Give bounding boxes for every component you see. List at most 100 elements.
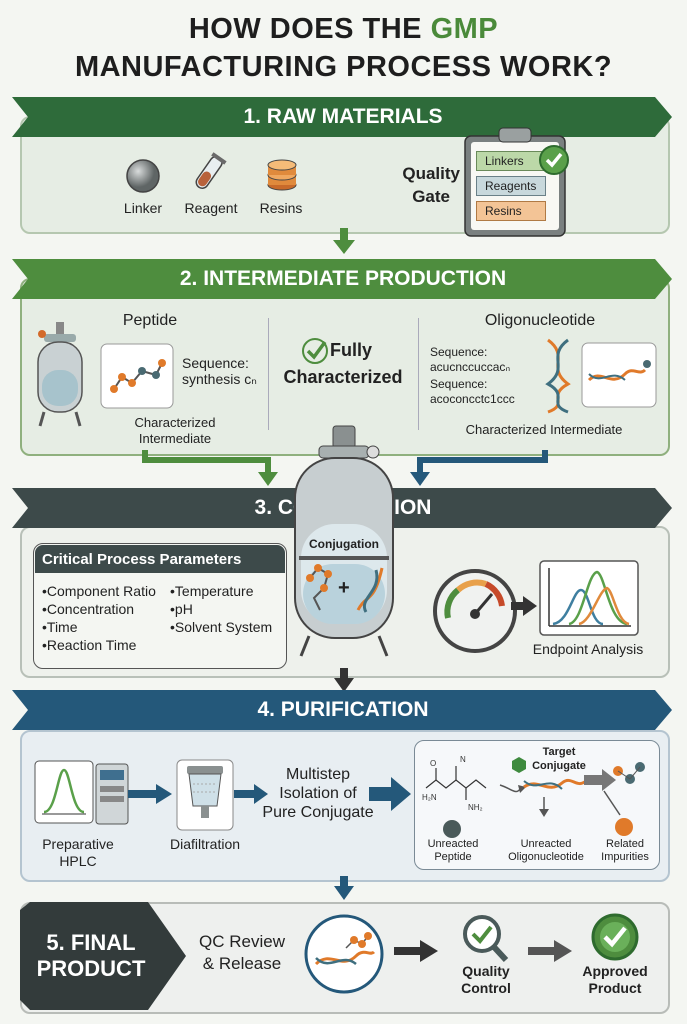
param-item: Component Ratio (42, 582, 156, 600)
arrow-down-icon (334, 876, 354, 900)
characterized-label: Characterized (283, 367, 403, 387)
peptide-structure-icon: N O H₂N NH₂ (422, 755, 487, 812)
peptide-molecule-icon (100, 343, 174, 409)
quality-gate-label-1: Quality (402, 164, 460, 183)
divider (268, 318, 269, 430)
oligo-seq2-value: acoconcctc1ccc (430, 392, 515, 406)
checklist-resins: Resins (476, 201, 546, 221)
approved-check-icon (591, 913, 639, 961)
isolation-line-3: Pure Conjugate (262, 804, 374, 821)
related-impurities-icon (615, 818, 633, 836)
endpoint-label: Endpoint Analysis (532, 641, 644, 657)
page-title-line1: HOW DOES THE GMP (0, 12, 687, 46)
step2-banner-shape (12, 259, 672, 299)
reactor-vessel-icon (37, 322, 83, 427)
nh2-label: NH₂ (468, 803, 483, 812)
conjugate-molecules-icon: + (306, 564, 384, 613)
param-item: pH (170, 600, 272, 618)
oligo-strand-icon (581, 342, 657, 408)
separation-flow-icon (499, 757, 645, 817)
hplc-label-1: Preparative (42, 836, 114, 852)
atom-o-label: O (430, 759, 436, 768)
diafiltration-icon (176, 759, 234, 831)
qc-review-2: & Release (202, 954, 282, 973)
quality-control-2: Control (461, 980, 511, 996)
step4-banner: 4. PURIFICATION (257, 698, 429, 721)
isolation-line-1: Multistep (285, 766, 351, 783)
param-item: Time (42, 618, 156, 636)
unreacted-peptide-1: Unreacted (427, 838, 479, 850)
step5-banner-shape (20, 902, 186, 1010)
oligo-caption: Characterized Intermediate (465, 422, 623, 437)
step1-banner: 1. RAW MATERIALS (243, 105, 443, 128)
arrow-right-icon (369, 777, 411, 811)
check-circle-icon (539, 145, 569, 175)
param-item: Concentration (42, 600, 156, 618)
arrow-right-icon (234, 784, 268, 804)
peptide-seq-value: synthesis cₙ (182, 371, 257, 387)
quality-control-1: Quality (462, 963, 510, 979)
checklist-linkers: Linkers (476, 151, 546, 171)
fully-label: Fully (330, 340, 373, 360)
diafiltration-label: Diafiltration (169, 836, 241, 852)
h2n-label: H₂N (422, 793, 437, 802)
peptide-title: Peptide (122, 312, 178, 329)
quality-gate-label-2: Gate (412, 187, 450, 206)
cpp-title-bar (35, 545, 285, 573)
oligo-seq1-value: acucnccuccacₙ (430, 360, 511, 374)
title-prefix: HOW DOES THE (188, 13, 431, 45)
raw-item-resins: Resins (259, 200, 303, 216)
checklist-reagents: Reagents (476, 176, 546, 196)
page-title-line2: MANUFACTURING PROCESS WORK? (74, 51, 613, 83)
unreacted-oligo-2: Oligonucleotide (508, 851, 584, 863)
approved-2: Product (588, 980, 642, 996)
svg-text:+: + (338, 577, 350, 599)
magnifier-check-icon (463, 915, 509, 963)
related-2: Impurities (601, 851, 649, 863)
resins-stack-icon (267, 159, 297, 191)
arrow-right-icon (511, 596, 537, 616)
param-item: Solvent System (170, 618, 272, 636)
arrow-down-icon (334, 668, 354, 692)
target-label-1: Target (542, 746, 576, 758)
final-product-1: 5. FINAL (46, 930, 136, 955)
param-item: Reaction Time (42, 636, 156, 654)
flow-arrows (142, 450, 548, 486)
unreacted-peptide-2: Peptide (434, 851, 472, 863)
cpp-title: Critical Process Parameters (42, 551, 242, 568)
final-product-2: PRODUCT (36, 956, 146, 981)
oligo-title: Oligonucleotide (484, 312, 596, 329)
unreacted-oligo-1: Unreacted (520, 838, 572, 850)
unreacted-peptide-icon (443, 820, 461, 838)
raw-item-reagent: Reagent (184, 200, 238, 216)
params-left-list: Component Ratio Concentration Time React… (42, 582, 156, 654)
oligo-seq1-label: Sequence: (430, 345, 488, 359)
linker-sphere-icon (126, 159, 160, 193)
peptide-seq-label: Sequence: (182, 355, 249, 371)
raw-item-linker: Linker (123, 200, 163, 216)
separation-box (414, 740, 660, 870)
arrow-right-icon (528, 940, 572, 962)
title-gmp: GMP (430, 13, 499, 45)
arrow-right-icon (394, 940, 438, 962)
arrow-down-icon (333, 228, 355, 254)
divider (418, 318, 419, 430)
reagent-tube-icon (195, 152, 227, 189)
related-1: Related (606, 838, 644, 850)
hplc-label-2: HPLC (59, 853, 97, 869)
gauge-icon (433, 569, 517, 653)
vessel-label: Conjugation (309, 537, 379, 551)
step4-banner-shape (12, 690, 672, 730)
peptide-caption: Characterized Intermediate (134, 415, 216, 446)
oligo-seq2-label: Sequence: (430, 377, 488, 391)
atom-n-label: N (460, 755, 466, 764)
dna-helix-icon (545, 338, 571, 414)
step1-banner-shape (12, 97, 672, 137)
params-right-list: Temperature pH Solvent System (170, 582, 272, 636)
qc-review-1: QC Review (199, 932, 285, 951)
endpoint-chart-icon (539, 560, 639, 636)
param-item: Temperature (170, 582, 272, 600)
target-label-2: Conjugate (532, 760, 586, 772)
check-mark-icon (302, 338, 328, 364)
isolation-line-2: Isolation of (279, 785, 357, 802)
